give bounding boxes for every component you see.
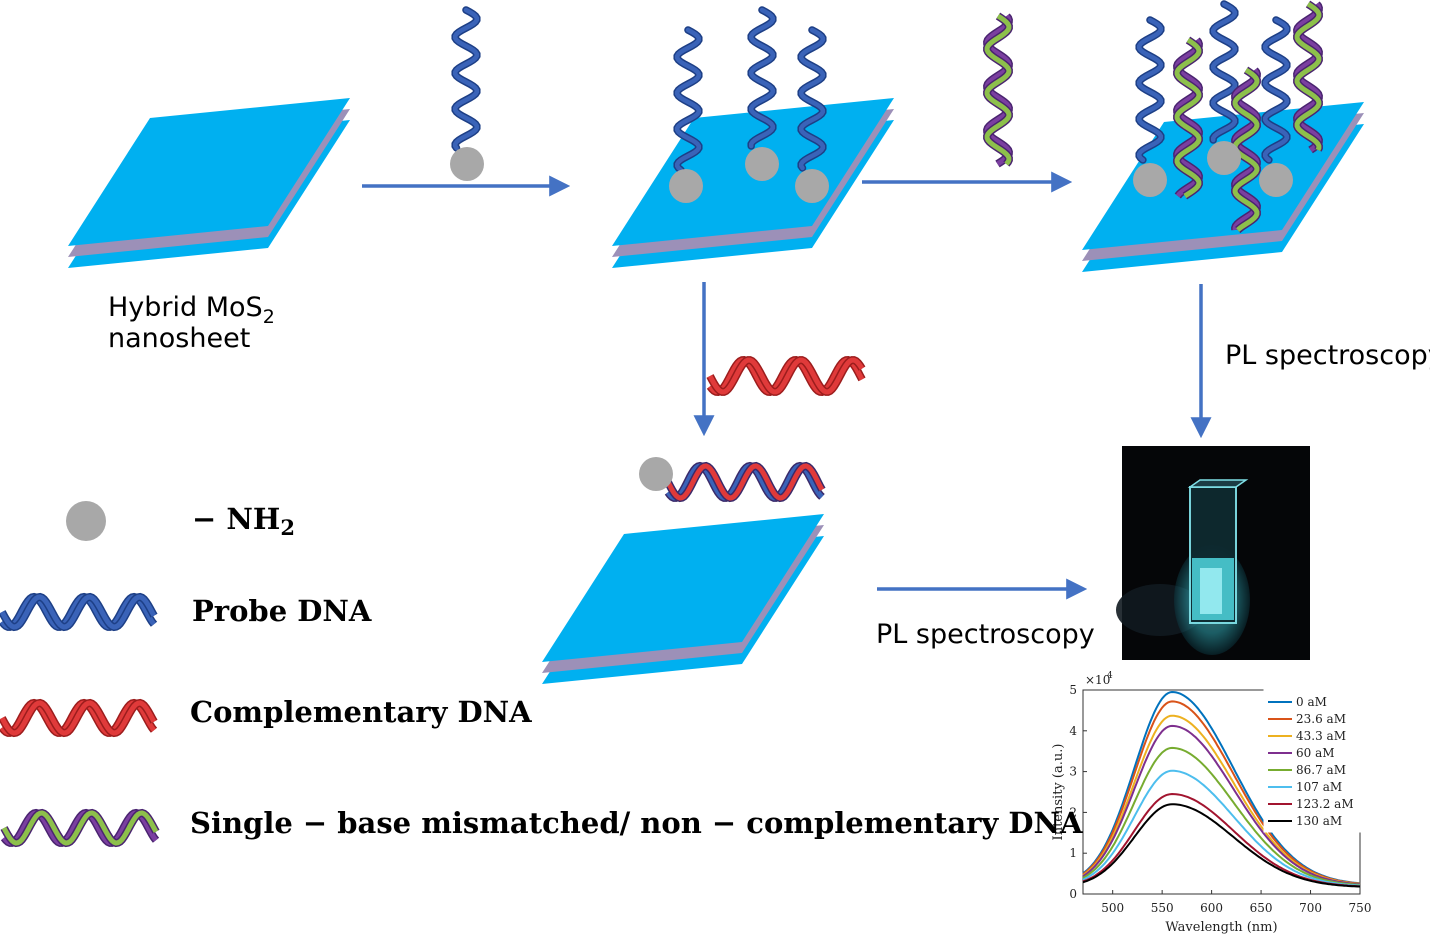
y-tick-label: 1 (1069, 846, 1077, 860)
nanosheet-bare (68, 98, 350, 268)
series-line-5 (1082, 769, 1361, 887)
dna-strands (0, 0, 1323, 848)
legend-nh2-label: − NH2 (192, 502, 295, 540)
nanosheet-probe (612, 98, 894, 268)
nh2-bead-1 (669, 169, 703, 203)
y-tick-label: 0 (1069, 887, 1077, 901)
mismatch-dna-free-strand-a-core (984, 13, 1012, 166)
nh2-bead-2 (745, 147, 779, 181)
legend-complementary-dna-back-core (0, 700, 156, 736)
process-arrows (362, 171, 1212, 600)
legend-probe-label: Probe DNA (192, 594, 372, 628)
complementary-dna-free-back-core (708, 357, 865, 395)
legend-nh2-subscript: 2 (280, 515, 295, 540)
y-multiplier-exponent: 4 (1107, 671, 1113, 681)
mismatch-dna-1-strand-a-core (1174, 37, 1202, 199)
chart-legend-box (1263, 689, 1363, 833)
probe-dna-3-core (798, 27, 826, 171)
nh2-beads (66, 141, 1293, 541)
probe-dna-5-core (1210, 1, 1238, 143)
nanosheet-label-line1: Hybrid MoS (108, 292, 263, 323)
hybridized-dna-back-core (665, 463, 824, 501)
series-line-1 (1082, 700, 1361, 885)
y-axis-label: Intensity (a.u.) (1051, 744, 1066, 841)
legend-probe-dna-back-core (0, 594, 156, 630)
legend-entry-0: 0 aM (1296, 695, 1327, 709)
legend-nh2-bead (66, 501, 106, 541)
y-tick-label: 4 (1069, 724, 1077, 738)
x-tick-label: 550 (1151, 901, 1174, 915)
probe-dna-4-core (1136, 17, 1164, 163)
nanosheet-label-subscript: 2 (262, 306, 275, 328)
x-tick-label: 500 (1101, 901, 1124, 915)
legend-entry-6: 123.2 aM (1296, 797, 1354, 811)
legend-mismatch-dna-front-core (1, 810, 159, 846)
legend-entry-7: 130 aM (1296, 814, 1342, 828)
series-line-7 (1082, 803, 1360, 888)
legend-mismatched-label: Single − base mismatched/ non − compleme… (190, 806, 1083, 840)
legend-entry-4: 86.7 aM (1296, 763, 1346, 777)
probe-dna-free-core (452, 7, 480, 151)
x-tick-label: 650 (1250, 901, 1273, 915)
nanosheet-mismatch (1082, 102, 1364, 272)
pl-spectroscopy-label-right: PL spectroscopy (1225, 340, 1430, 371)
nh2-bead-6 (1259, 163, 1293, 197)
nh2-bead-3 (795, 169, 829, 203)
nanosheet-label-line2: nanosheet (108, 323, 251, 355)
nh2-bead-free (450, 147, 484, 181)
legend-nh2-text: − NH (192, 502, 281, 536)
nh2-bead-4 (1133, 163, 1167, 197)
series-line-4 (1082, 746, 1361, 886)
probe-dna-1-core (674, 27, 702, 173)
y-tick-label: 3 (1069, 765, 1077, 779)
legend-complementary-label: Complementary DNA (190, 695, 532, 729)
complementary-dna-free-front-core (707, 357, 865, 395)
probe-dna-2-core (748, 7, 776, 149)
legend-entry-5: 107 aM (1296, 780, 1342, 794)
probe-dna-6-core (1262, 17, 1290, 163)
legend-mismatch-dna-back-core (2, 810, 158, 846)
x-tick-label: 750 (1349, 901, 1372, 915)
series-line-3 (1082, 724, 1361, 886)
legend-entry-3: 60 aM (1296, 746, 1335, 760)
y-multiplier: ×10 (1085, 673, 1110, 687)
nanosheet-label: Hybrid MoS2 nanosheet (108, 292, 275, 354)
legend-probe-dna-front-core (0, 594, 157, 630)
pl-spectroscopy-label-bottom: PL spectroscopy (876, 619, 1095, 650)
cuvette-photo (1116, 446, 1310, 660)
nanosheet-hybridized (542, 514, 824, 684)
nh2-bead-5 (1207, 141, 1241, 175)
legend-entry-1: 23.6 aM (1296, 712, 1346, 726)
nh2-bead-hybridized (639, 457, 673, 491)
x-tick-label: 700 (1299, 901, 1322, 915)
legend-complementary-dna-front-core (0, 700, 157, 736)
hybridized-dna-front-core (665, 463, 825, 501)
x-axis-label: Wavelength (nm) (1165, 920, 1277, 935)
y-tick-label: 2 (1069, 805, 1077, 819)
y-tick-label: 5 (1069, 683, 1077, 697)
legend-entry-2: 43.3 aM (1296, 729, 1346, 743)
mismatch-dna-3-strand-a-core (1294, 1, 1322, 152)
x-tick-label: 600 (1200, 901, 1223, 915)
